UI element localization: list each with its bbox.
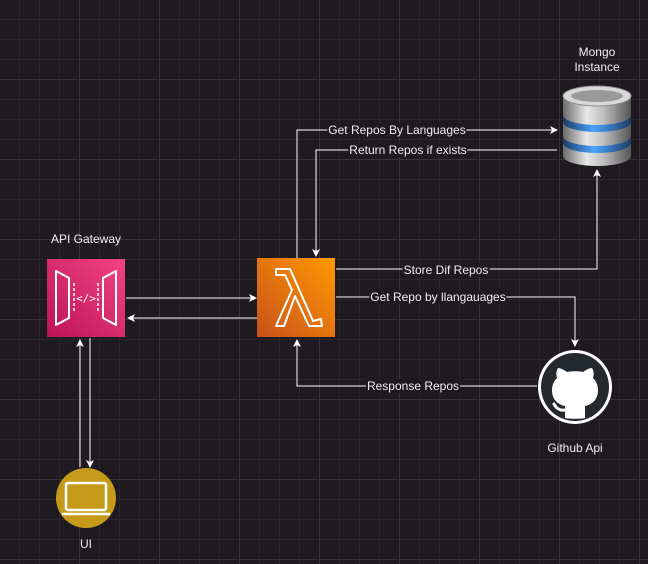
edge-label-return-repos-if-exists: Return Repos if exists xyxy=(348,143,468,157)
mongo-label-line1: Mongo xyxy=(578,45,616,59)
mongo-label: Mongo Instance xyxy=(574,45,619,75)
edge-get-repo-by-llangauages xyxy=(336,296,579,347)
github-label: Github Api xyxy=(547,441,603,455)
edge-get-repos-by-languages xyxy=(296,126,558,258)
api-gateway-icon[interactable]: </> xyxy=(47,259,125,337)
edge-return-repos-if-exists xyxy=(312,149,557,257)
svg-text:</>: </> xyxy=(76,292,96,305)
edge-label-get-repo-by-llangauages: Get Repo by llangauages xyxy=(369,290,507,304)
edge-label-response-repos: Response Repos xyxy=(365,379,461,393)
api-gateway-label: API Gateway xyxy=(50,232,122,246)
monitor-icon[interactable] xyxy=(56,468,116,528)
github-octocat-icon[interactable] xyxy=(538,350,612,424)
edge-label-get-repos-by-languages: Get Repos By Languages xyxy=(327,123,467,137)
database-icon[interactable] xyxy=(562,85,632,166)
lambda-icon[interactable] xyxy=(257,258,335,337)
edge-store-dif-repos xyxy=(336,169,601,270)
edge-label-store-dif-repos: Store Dif Repos xyxy=(402,263,490,277)
mongo-label-line2: Instance xyxy=(574,60,620,74)
ui-label: UI xyxy=(80,537,92,551)
